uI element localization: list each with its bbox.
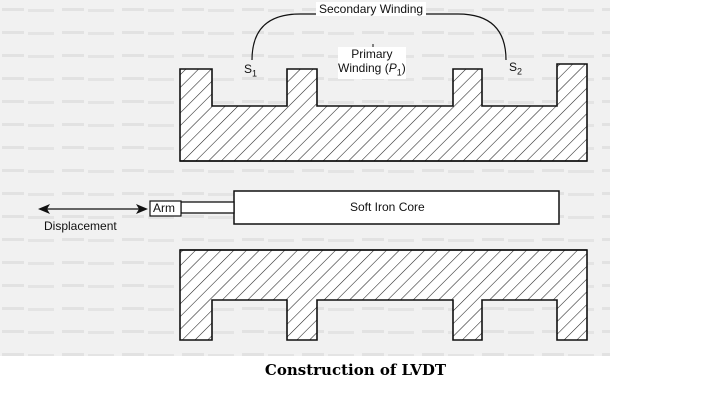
displacement-arrow-right-head	[136, 204, 148, 214]
primary-winding-label: Primary Winding (P1)	[338, 47, 406, 80]
arm-label-box	[149, 200, 182, 217]
upper-former	[179, 63, 588, 162]
arm-rod	[180, 201, 235, 214]
core-label: Soft Iron Core	[350, 200, 425, 214]
figure-caption: Construction of LVDT	[264, 361, 447, 379]
s1-label: S1	[244, 62, 258, 79]
displacement-label: Displacement	[44, 219, 117, 233]
s2-label: S2	[509, 60, 523, 77]
arm-label: Arm	[153, 201, 175, 215]
lower-former	[179, 249, 588, 341]
secondary-winding-label: Secondary Winding	[316, 2, 427, 16]
soft-iron-core	[233, 190, 560, 225]
displacement-arrow-left-head	[38, 204, 50, 214]
